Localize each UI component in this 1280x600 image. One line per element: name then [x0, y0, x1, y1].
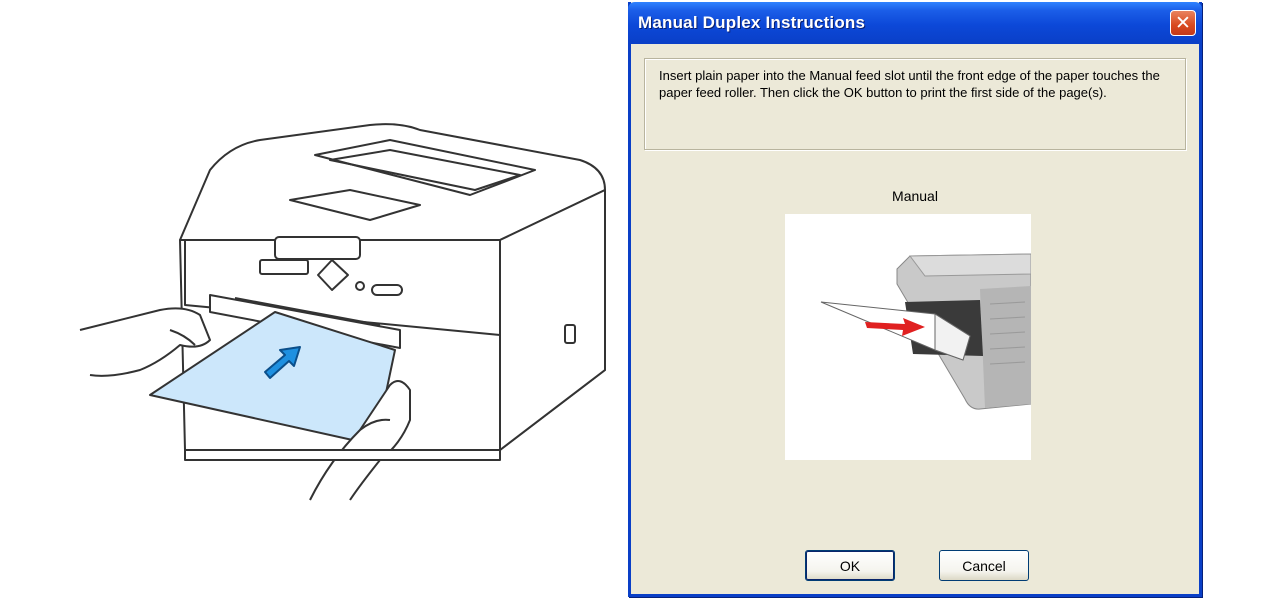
ok-button[interactable]: OK — [805, 550, 895, 581]
instruction-panel: Insert plain paper into the Manual feed … — [644, 58, 1186, 150]
printer-feeding-illustration — [79, 123, 606, 501]
close-button[interactable]: ✕ — [1170, 10, 1196, 36]
manual-duplex-dialog: Manual Duplex Instructions ✕ Insert plai… — [628, 2, 1202, 597]
close-icon: ✕ — [1175, 11, 1191, 34]
instruction-text: Insert plain paper into the Manual feed … — [659, 68, 1160, 100]
cancel-button[interactable]: Cancel — [939, 550, 1029, 581]
dialog-titlebar[interactable]: Manual Duplex Instructions ✕ — [628, 2, 1202, 44]
dialog-title: Manual Duplex Instructions — [638, 13, 866, 32]
image-caption: Manual — [892, 188, 938, 204]
manual-feed-illustration — [785, 214, 1031, 460]
